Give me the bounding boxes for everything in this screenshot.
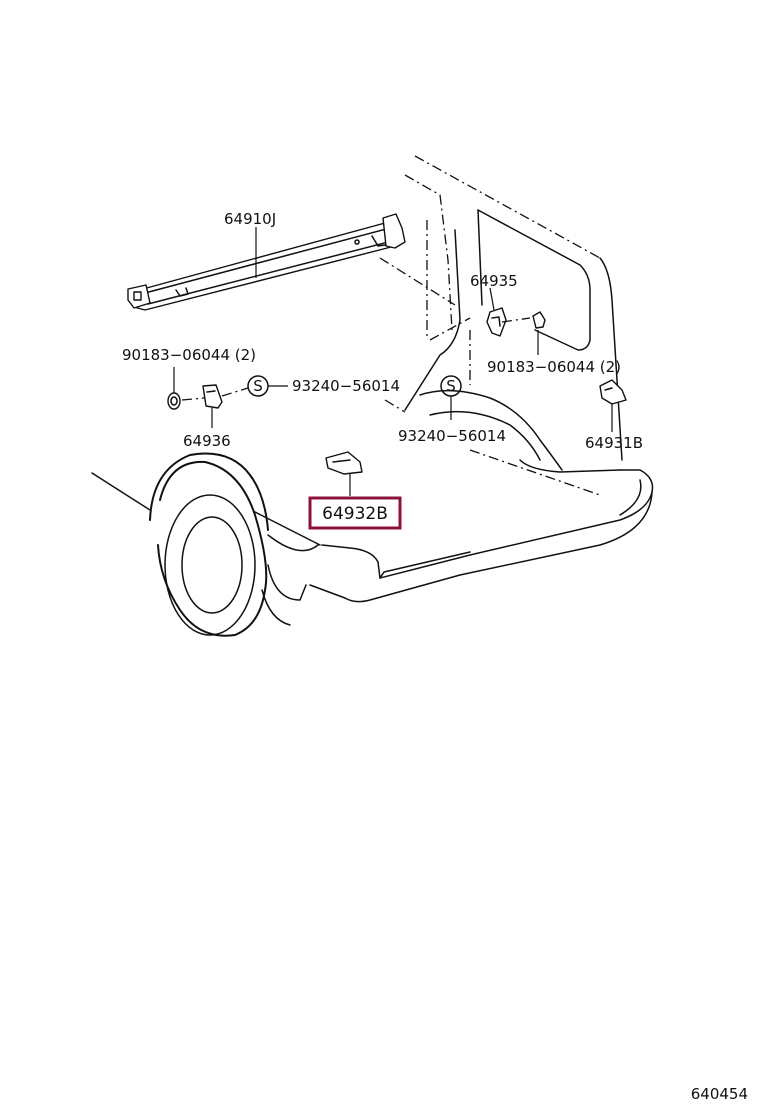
svg-text:S: S [446,377,456,395]
svg-text:S: S [253,377,263,395]
label-64932b[interactable]: 64932B [322,504,388,524]
part-64936-plate [202,384,223,409]
part-labels: 64910J 64935 90183−06044 (2) 90183−06044… [122,210,643,452]
label-64935[interactable]: 64935 [470,272,518,290]
label-90183-right[interactable]: 90183−06044 (2) [487,358,621,376]
vehicle-body-outline [91,155,654,603]
screw-symbol-left: S [247,375,269,397]
clip-90183-left [167,392,181,410]
clip-90183-right [532,311,546,329]
label-64910j[interactable]: 64910J [224,210,276,228]
diagram-code: 640454 [691,1085,748,1103]
part-64935-bracket [486,307,507,337]
part-64932b [325,451,363,475]
part-64910j-rail [127,213,406,311]
leader-lines [173,227,613,496]
rear-wheel [149,452,307,637]
label-93240-left[interactable]: 93240−56014 [292,377,400,395]
label-90183-left[interactable]: 90183−06044 (2) [122,346,256,364]
part-64931b [599,379,627,405]
screw-symbol-right: S [440,375,462,397]
label-64931b[interactable]: 64931B [585,434,643,452]
highlighted-part-label[interactable]: 64932B [308,496,402,530]
label-64936[interactable]: 64936 [183,432,231,450]
label-93240-right[interactable]: 93240−56014 [398,427,506,445]
highlight-box [308,496,402,530]
